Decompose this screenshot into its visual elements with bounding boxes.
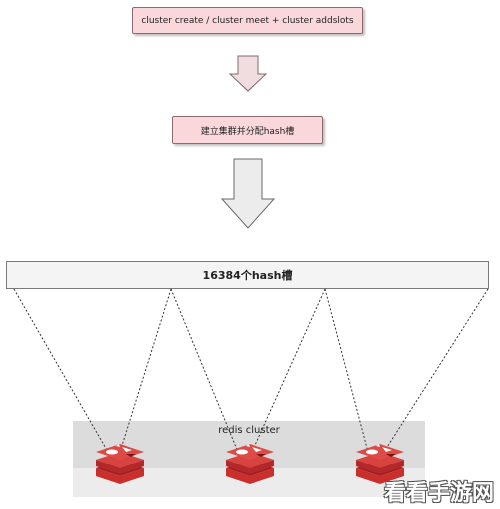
step-assign-slots-box: 建立集群并分配hash槽 [172,116,323,144]
connector-line [170,288,239,453]
connector-line [251,288,326,453]
redis-logo-icon [356,444,404,484]
arrow-down-small-icon [228,55,268,92]
step-create-cluster-label: cluster create / cluster meet + cluster … [141,15,354,26]
connector-line [119,288,172,453]
connector-line [383,288,489,453]
connector-line [13,288,109,453]
watermark-text: 看看手游网 [383,481,494,506]
hash-slots-label: 16384个hash槽 [202,269,293,282]
connector-line [324,288,369,453]
redis-cluster-label: redis cluster [218,425,280,436]
hash-slots-bar: 16384个hash槽 [6,261,489,289]
arrow-down-large-icon [220,158,276,229]
redis-logo-icon [226,444,274,484]
step-create-cluster-box: cluster create / cluster meet + cluster … [132,7,363,34]
step-assign-slots-label: 建立集群并分配hash槽 [200,126,295,137]
redis-logo-icon [96,444,144,484]
